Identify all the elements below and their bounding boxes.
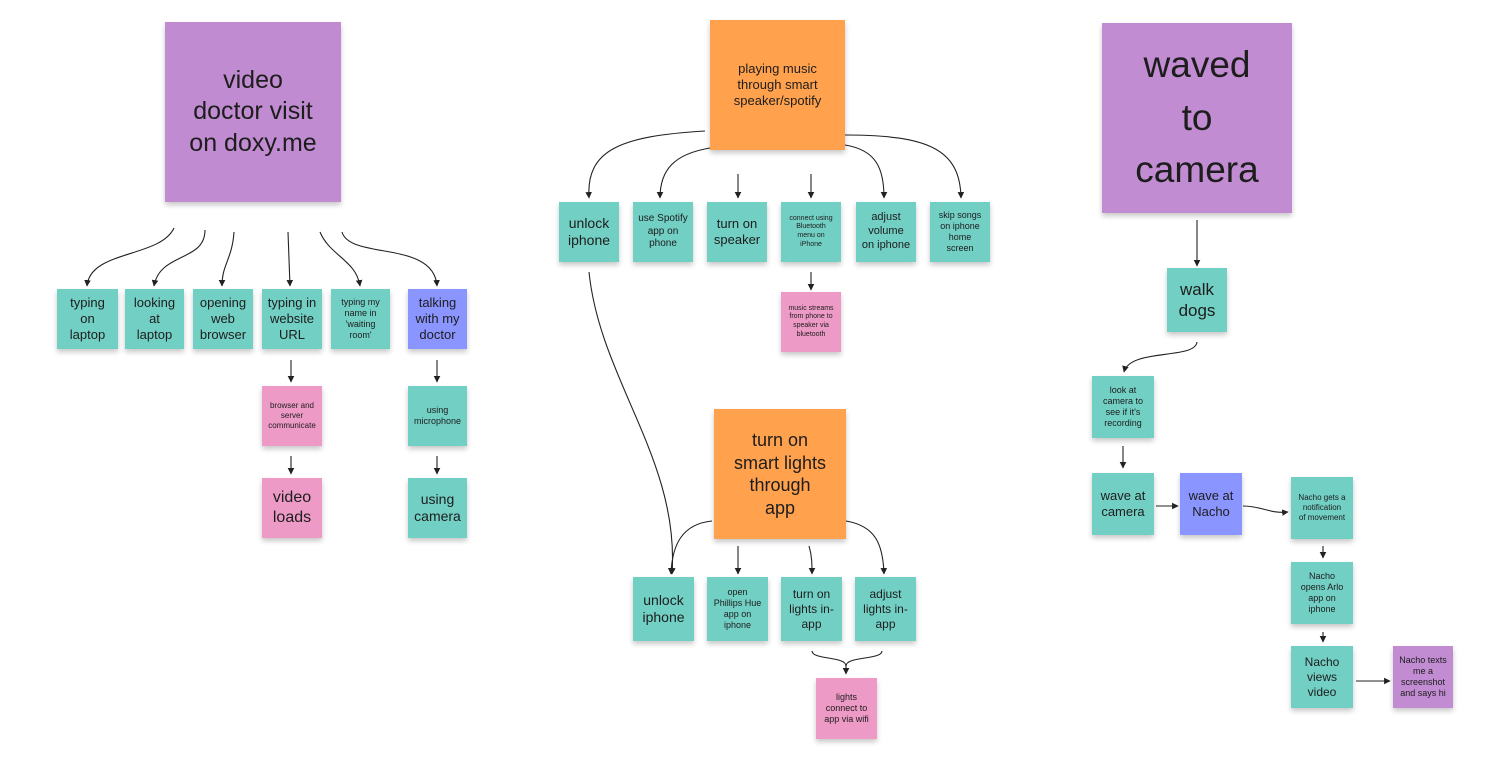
sticky-note-text: turn on lights in- app: [789, 586, 834, 631]
sticky-note-text: lights connect to app via wifi: [824, 691, 869, 725]
connector-doxy-to-typing-name: [319, 231, 363, 287]
sticky-note-nacho-opens-arlo[interactable]: Nacho opens Arlo app on iphone: [1291, 562, 1353, 624]
sticky-note-look-camera[interactable]: look at camera to see if it's recording: [1092, 376, 1154, 438]
sticky-note-music-title[interactable]: playing music through smart speaker/spot…: [710, 20, 845, 150]
connector-wave-nacho-to-notification: [1242, 505, 1289, 516]
sticky-note-text: wave at camera: [1100, 487, 1146, 519]
sticky-note-turn-on-speaker[interactable]: turn on speaker: [707, 202, 767, 262]
connector-music-to-adjust-volume: [844, 144, 888, 199]
sticky-note-text: music streams from phone to speaker via …: [788, 304, 834, 338]
sticky-note-text: browser and server communicate: [268, 401, 316, 430]
sticky-note-nacho-texts[interactable]: Nacho texts me a screenshot and says hi: [1393, 646, 1453, 708]
sticky-note-browser-server[interactable]: browser and server communicate: [262, 386, 322, 446]
sticky-note-text: looking at laptop: [133, 294, 176, 343]
sticky-note-unlock-iphone[interactable]: unlock iphone: [559, 202, 619, 262]
connector-doxy-to-typing-laptop: [84, 227, 175, 287]
sticky-note-text: Nacho opens Arlo app on iphone: [1300, 570, 1344, 615]
sticky-note-open-hue[interactable]: open Phillips Hue app on iphone: [707, 577, 768, 641]
sticky-note-wave-nacho[interactable]: wave at Nacho: [1180, 473, 1242, 535]
sticky-note-using-microphone[interactable]: using microphone: [408, 386, 467, 446]
sticky-note-adjust-volume[interactable]: adjust volume on iphone: [856, 202, 916, 262]
sticky-note-text: video loads: [272, 489, 312, 526]
sticky-note-lights-title[interactable]: turn on smart lights through app: [714, 409, 846, 539]
brace-turn-on-adjust-lights: [811, 650, 883, 667]
connector-lights-to-adjust-lights: [845, 520, 888, 575]
sticky-note-typing-laptop[interactable]: typing on laptop: [57, 289, 118, 349]
sticky-note-music-streams[interactable]: music streams from phone to speaker via …: [781, 292, 841, 352]
connector-doxy-to-typing-url: [286, 231, 294, 287]
sticky-note-text: video doctor visit on doxy.me: [189, 66, 317, 157]
connector-music-to-skip-songs: [844, 134, 965, 199]
sticky-note-opening-browser[interactable]: opening web browser: [193, 289, 253, 349]
sticky-note-text: unlock iphone: [567, 214, 611, 249]
sticky-note-text: waved to camera: [1135, 44, 1259, 191]
sticky-note-text: unlock iphone: [642, 591, 685, 626]
connector-music-to-use-spotify: [656, 147, 711, 199]
sticky-note-use-spotify[interactable]: use Spotify app on phone: [633, 202, 693, 262]
sticky-note-adjust-lights[interactable]: adjust lights in- app: [855, 577, 916, 641]
sticky-note-typing-url[interactable]: typing in website URL: [262, 289, 322, 349]
sticky-note-text: talking with my doctor: [415, 294, 460, 343]
sticky-note-text: adjust lights in- app: [863, 586, 908, 631]
sticky-note-text: skip songs on iphone home screen: [938, 209, 982, 254]
sticky-note-text: using microphone: [413, 404, 462, 426]
sticky-note-typing-name[interactable]: typing my name in 'waiting room': [331, 289, 390, 349]
sticky-note-using-camera[interactable]: using camera: [408, 478, 467, 538]
sticky-note-looking-laptop[interactable]: looking at laptop: [125, 289, 184, 349]
sticky-note-text: Nacho texts me a screenshot and says hi: [1399, 654, 1447, 699]
sticky-note-text: use Spotify app on phone: [638, 213, 688, 250]
sticky-note-doxy-title[interactable]: video doctor visit on doxy.me: [165, 22, 341, 202]
connector-music-to-unlock-iphone: [585, 130, 706, 199]
sticky-note-text: open Phillips Hue app on iphone: [713, 586, 762, 631]
sticky-note-text: wave at Nacho: [1188, 487, 1234, 519]
sticky-note-text: turn on smart lights through app: [733, 430, 827, 518]
sticky-note-text: typing on laptop: [69, 294, 106, 343]
sticky-note-text: walk dogs: [1178, 279, 1216, 320]
sticky-note-wave-camera[interactable]: wave at camera: [1092, 473, 1154, 535]
sticky-note-turn-on-lights[interactable]: turn on lights in- app: [781, 577, 842, 641]
sticky-note-text: typing my name in 'waiting room': [341, 296, 380, 341]
sticky-note-text: playing music through smart speaker/spot…: [733, 60, 822, 109]
connector-lights-to-unlock-iphone: [667, 520, 713, 575]
connector-lights-to-turn-on-lights: [808, 545, 816, 575]
sticky-note-text: look at camera to see if it's recording: [1102, 384, 1144, 429]
sticky-note-unlock-iphone-2[interactable]: unlock iphone: [633, 577, 694, 641]
sticky-note-text: connect using Bluetooth menu on iPhone: [789, 214, 833, 248]
sticky-note-skip-songs[interactable]: skip songs on iphone home screen: [930, 202, 990, 262]
sticky-note-text: turn on speaker: [713, 215, 761, 247]
connector-doxy-to-talking-doctor: [341, 231, 440, 287]
sticky-note-text: using camera: [414, 490, 461, 525]
sticky-note-text: Nacho gets a notification of movement: [1298, 493, 1346, 522]
sticky-note-waved-title[interactable]: waved to camera: [1102, 23, 1292, 213]
connector-doxy-to-looking-laptop: [151, 229, 206, 287]
sticky-note-connect-bluetooth[interactable]: connect using Bluetooth menu on iPhone: [781, 202, 841, 262]
sticky-note-text: opening web browser: [199, 294, 247, 343]
sticky-note-talking-doctor[interactable]: talking with my doctor: [408, 289, 467, 349]
sticky-note-text: typing in website URL: [267, 294, 317, 343]
sticky-note-lights-connect[interactable]: lights connect to app via wifi: [816, 678, 877, 739]
sticky-note-text: Nacho views video: [1304, 654, 1340, 699]
sticky-note-walk-dogs[interactable]: walk dogs: [1167, 268, 1227, 332]
sticky-note-text: adjust volume on iphone: [861, 211, 911, 251]
connector-doxy-to-opening-browser: [218, 231, 235, 287]
connector-walk-dogs-to-look-camera: [1122, 341, 1198, 373]
sticky-note-nacho-notification[interactable]: Nacho gets a notification of movement: [1291, 477, 1353, 539]
connector-unlock-iphone-to-lights-unlock: [588, 271, 676, 575]
sticky-note-video-loads[interactable]: video loads: [262, 478, 322, 538]
sticky-note-nacho-views-video[interactable]: Nacho views video: [1291, 646, 1353, 708]
